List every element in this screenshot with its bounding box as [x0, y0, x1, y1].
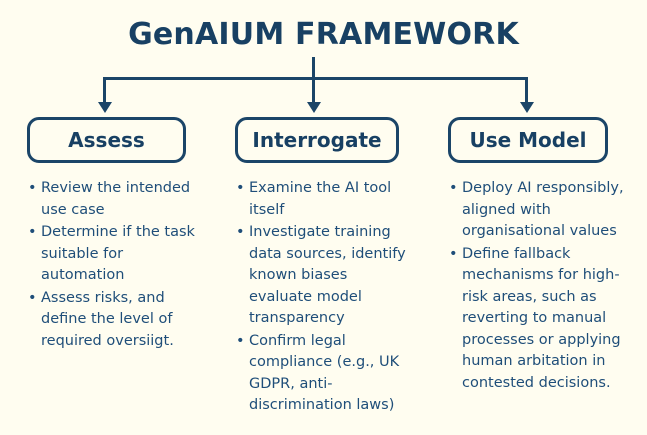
- arrow-down-icon-assess: [97, 102, 112, 113]
- column-heading-assess: Assess: [27, 117, 186, 163]
- list-item: Deploy AI responsibly, aligned with orga…: [448, 178, 634, 243]
- page-title: GenAIUM FRAMEWORK: [128, 17, 519, 52]
- column-heading-interrogate: Interrogate: [235, 117, 399, 163]
- connector-stem-line: [312, 57, 315, 79]
- list-item: Examine the AI tool itself: [235, 178, 413, 221]
- bullet-list-interrogate: Examine the AI tool itself Investigate t…: [235, 178, 425, 417]
- columns-container: Assess Review the intended use case Dete…: [0, 117, 647, 418]
- connector-drop-line-interrogate: [312, 77, 315, 104]
- bullet-list-assess: Review the intended use case Determine i…: [27, 178, 213, 352]
- column-assess: Assess Review the intended use case Dete…: [0, 117, 213, 353]
- list-item: Determine if the task suitable for autom…: [27, 222, 202, 287]
- connector-drop-line-assess: [103, 77, 106, 104]
- arrow-down-icon-interrogate: [306, 102, 321, 113]
- list-item: Confirm legal compliance (e.g., UK GDPR,…: [235, 331, 413, 417]
- list-item: Define fallback mechanisms for high-risk…: [448, 244, 634, 395]
- column-heading-use-model: Use Model: [448, 117, 608, 163]
- arrow-down-icon-use-model: [519, 102, 534, 113]
- connector-drop-line-use-model: [525, 77, 528, 104]
- list-item: Review the intended use case: [27, 178, 202, 221]
- list-item: Investigate training data sources, ident…: [235, 222, 413, 330]
- bullet-list-use-model: Deploy AI responsibly, aligned with orga…: [448, 178, 647, 394]
- column-interrogate: Interrogate Examine the AI tool itself I…: [213, 117, 425, 418]
- column-use-model: Use Model Deploy AI responsibly, aligned…: [425, 117, 647, 395]
- list-item: Assess risks, and define the level of re…: [27, 288, 202, 353]
- connector-horizontal-bar: [103, 77, 528, 80]
